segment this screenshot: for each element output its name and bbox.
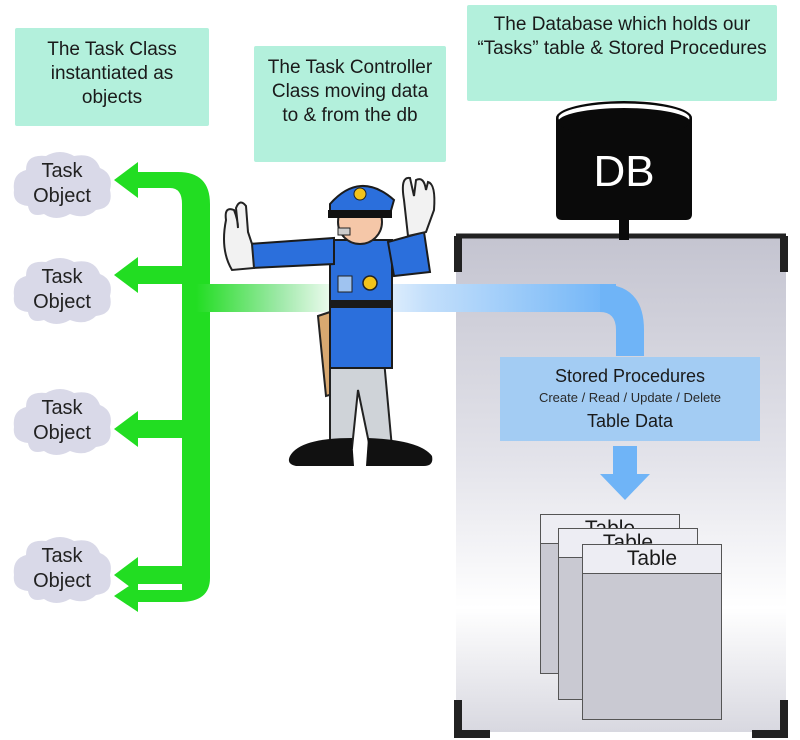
stored-procedures-title: Stored Procedures: [554, 366, 706, 386]
data-flow-connector: [196, 284, 616, 312]
green-object-arrows: [114, 162, 210, 612]
task-class-callout: The Task Class instantiated as objects: [15, 28, 209, 126]
task-object: Task Object: [10, 148, 114, 220]
stored-procedures-box: Stored Procedures Create / Read / Update…: [500, 357, 760, 441]
crud-operations: Create / Read / Update / Delete: [538, 390, 722, 405]
cloud-icon: [13, 152, 111, 218]
down-arrow-icon: [600, 446, 650, 500]
database-callout: The Database which holds our “Tasks” tab…: [467, 5, 777, 101]
table-header: Table: [583, 545, 721, 574]
database-cylinder-icon: [556, 101, 692, 240]
cloud-icon: [13, 389, 111, 455]
cloud-icon: [13, 537, 111, 603]
db-label: DB: [593, 147, 655, 196]
police-officer-icon: [223, 176, 436, 466]
task-object: Task Object: [10, 533, 114, 605]
blue-bend: [600, 284, 644, 356]
cloud-icon: [13, 258, 111, 324]
table-card: Table: [582, 544, 722, 720]
controller-callout: The Task Controller Class moving data to…: [254, 46, 446, 162]
task-object: Task Object: [10, 385, 114, 457]
task-object: Task Object: [10, 254, 114, 326]
table-data-label: Table Data: [586, 411, 674, 431]
